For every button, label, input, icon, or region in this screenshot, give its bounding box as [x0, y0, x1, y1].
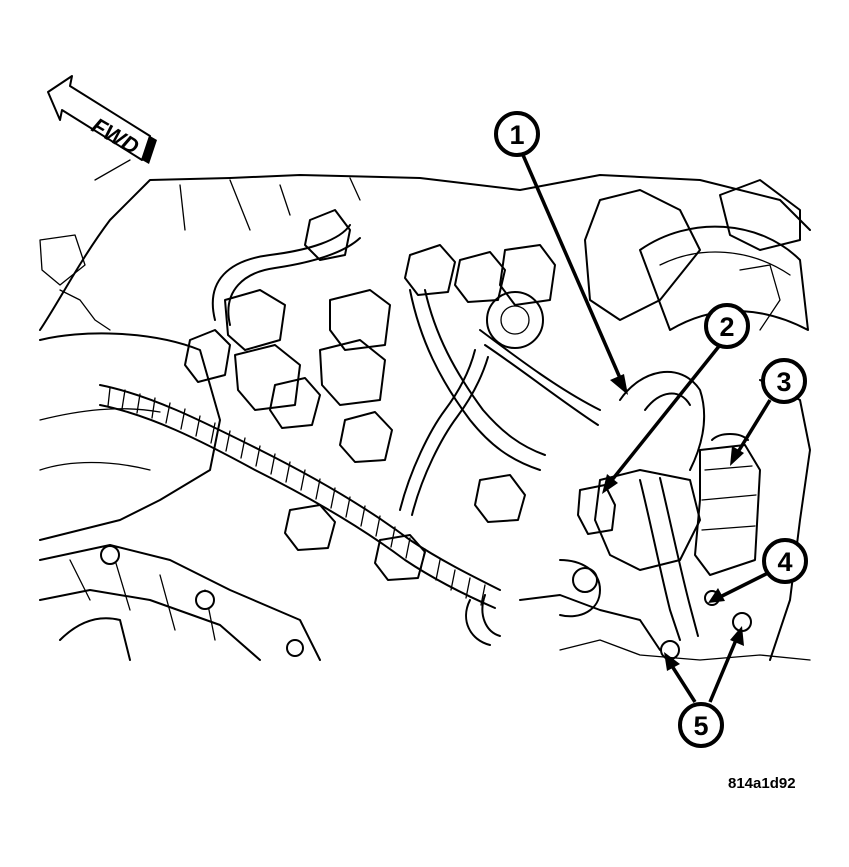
callout-leaders [521, 154, 772, 703]
callout-number-4: 4 [777, 547, 792, 577]
callout-number-3: 3 [776, 367, 791, 397]
callout-1: 1 [494, 111, 540, 157]
callout-number-1: 1 [509, 120, 524, 150]
engine-line-art [39, 159, 811, 661]
callout-number-5: 5 [693, 711, 708, 741]
callout-5: 5 [678, 702, 724, 748]
callout-4: 4 [762, 538, 808, 584]
callout-2: 2 [704, 303, 750, 349]
figure-code: 814a1d92 [728, 775, 796, 792]
callout-number-2: 2 [719, 312, 734, 342]
fwd-direction-indicator: FWD [47, 75, 157, 164]
callout-3: 3 [761, 358, 807, 404]
